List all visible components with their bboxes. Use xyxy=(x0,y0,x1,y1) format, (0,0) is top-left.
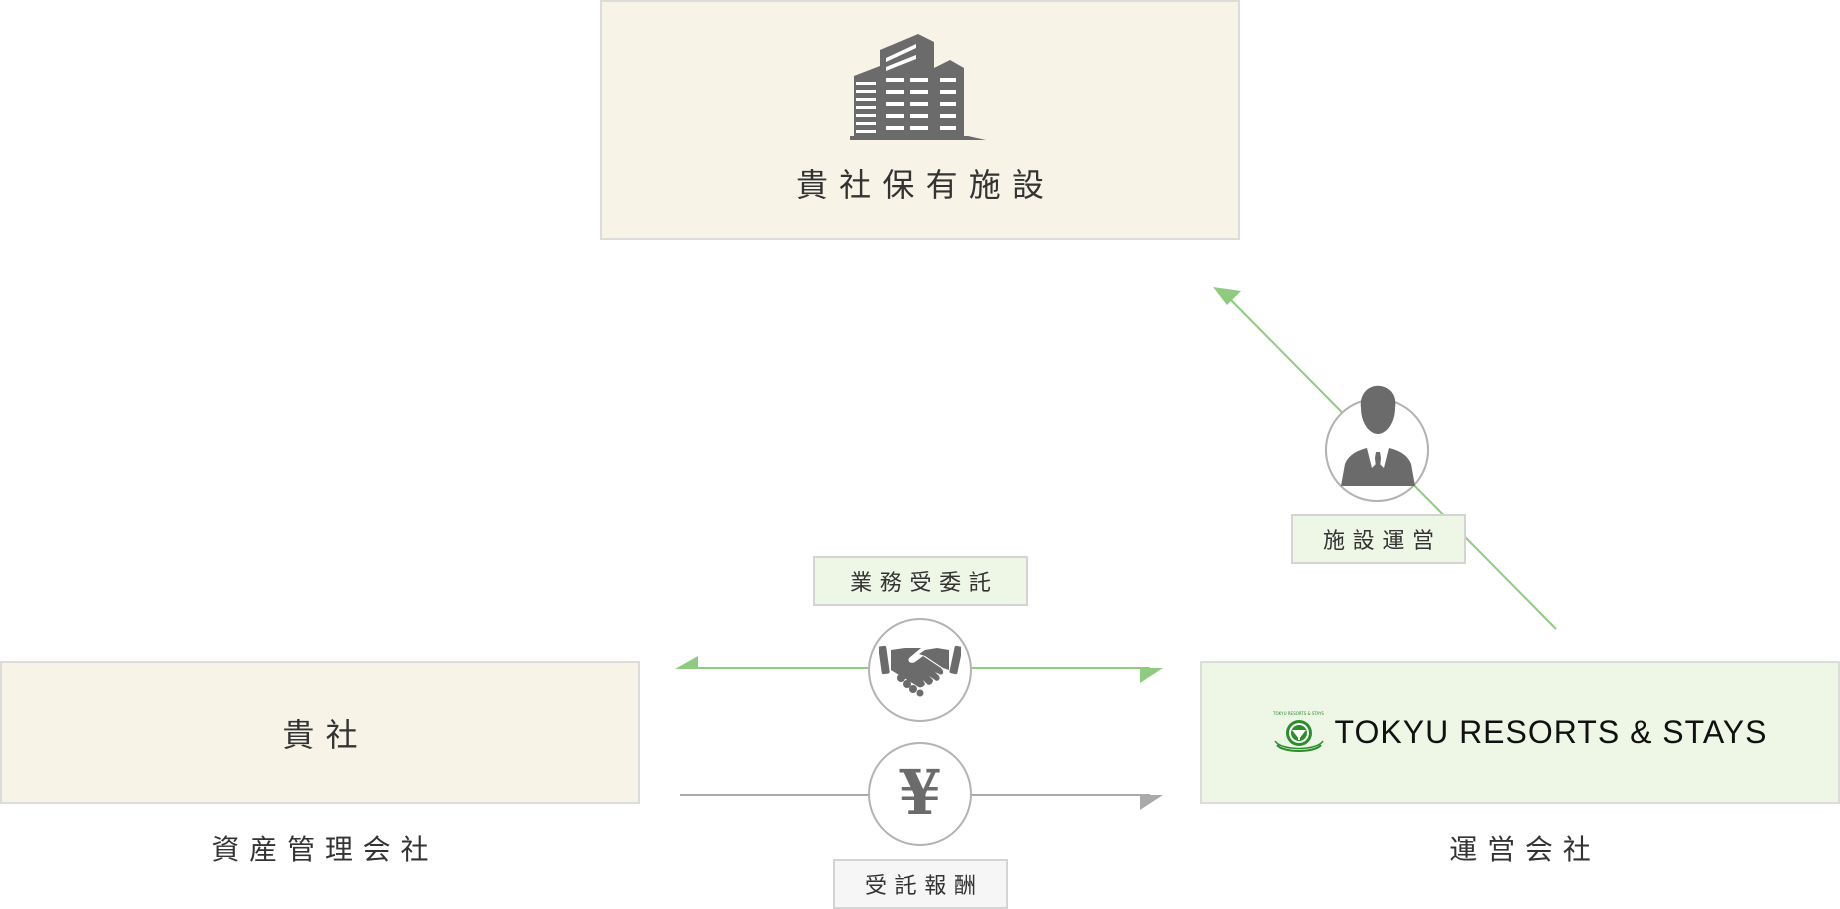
operation-flow-arrowhead xyxy=(1213,287,1241,305)
office-building-icon xyxy=(850,34,986,140)
tokyu-logo-icon: TOKYU RESORTS & STAYS xyxy=(1273,711,1325,755)
operation-label: 施設運営 xyxy=(1322,529,1442,554)
businessman-icon xyxy=(1325,385,1429,502)
operator-brand: TOKYU RESORTS & STAYS TOKYU RESORTS & ST… xyxy=(1273,711,1768,755)
handshake-icon xyxy=(879,645,961,697)
commission-arrowhead-right xyxy=(1140,668,1163,683)
company-box: 貴社 xyxy=(0,661,640,804)
facility-label: 貴社保有施設 xyxy=(795,166,1056,204)
yen-circle: ¥ xyxy=(868,742,972,846)
commission-label: 業務受委託 xyxy=(850,571,999,596)
company-caption: 資産管理会社 xyxy=(211,833,439,866)
businessman-circle xyxy=(1325,385,1429,502)
yen-icon: ¥ xyxy=(898,756,942,829)
operator-box: TOKYU RESORTS & STAYS TOKYU RESORTS & ST… xyxy=(1200,661,1840,804)
fee-label: 受託報酬 xyxy=(864,874,984,899)
commission-label-tag: 業務受委託 xyxy=(813,556,1028,606)
fee-label-tag: 受託報酬 xyxy=(833,859,1008,909)
operator-caption: 運営会社 xyxy=(1449,833,1601,866)
company-label: 貴社 xyxy=(282,715,369,754)
tokyu-logo-mini-text: TOKYU RESORTS & STAYS xyxy=(1273,710,1324,716)
fee-arrowhead xyxy=(1140,795,1163,810)
commission-arrowhead-left xyxy=(675,656,698,669)
operator-brand-name: TOKYU RESORTS & STAYS xyxy=(1334,714,1768,750)
handshake-circle xyxy=(868,618,972,722)
operation-label-tag: 施設運営 xyxy=(1291,514,1466,564)
